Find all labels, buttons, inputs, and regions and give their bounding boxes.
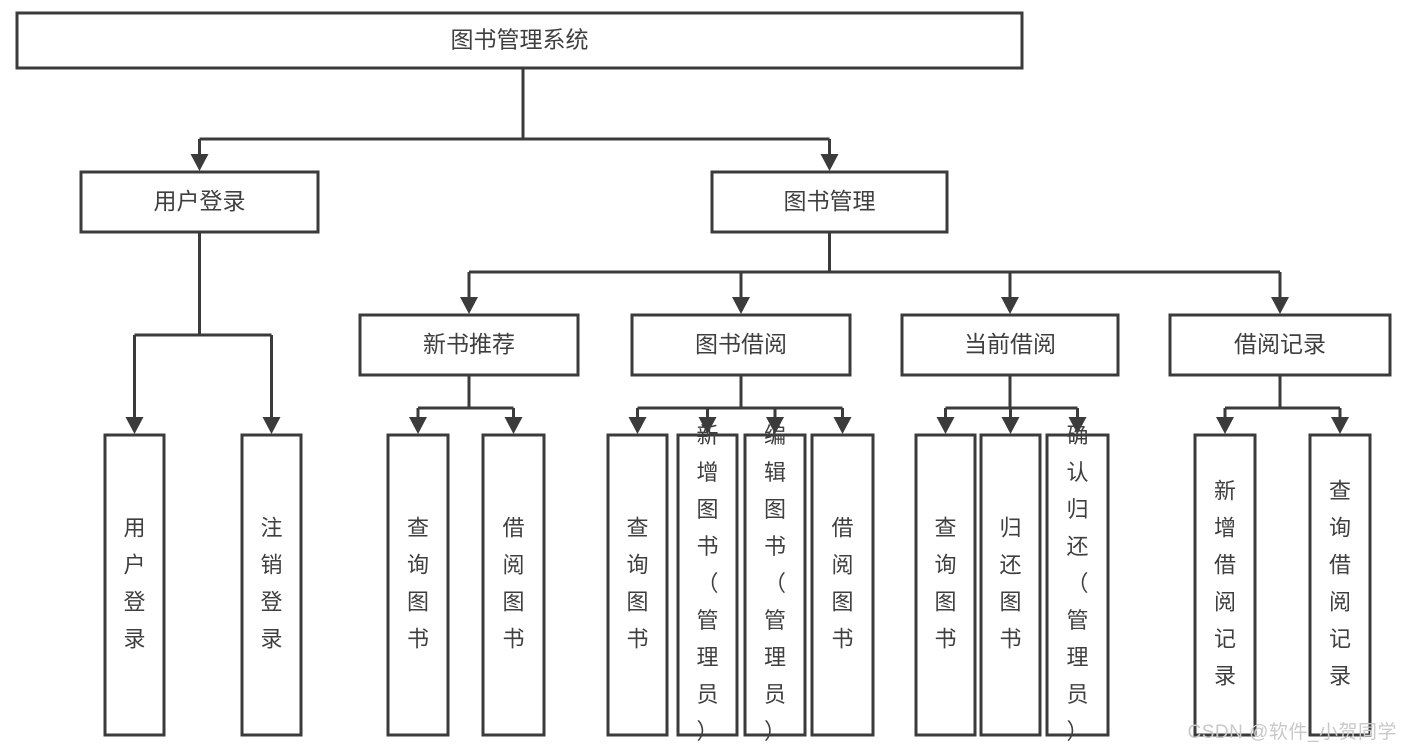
root-node-box[interactable] [15, 11, 1024, 70]
arrow-head-icon [190, 154, 209, 171]
level1-node-label: 图书管理 [784, 188, 876, 214]
level1-node-box[interactable] [79, 170, 320, 234]
leaf-node-7[interactable]: 编辑图书（管理员） [743, 423, 807, 744]
leaf-node-box[interactable] [676, 433, 739, 737]
leaf-node-11[interactable]: 确认归还（管理员） [1045, 423, 1110, 744]
level2-node-label: 借阅记录 [1234, 331, 1326, 357]
leaf-node-box[interactable] [743, 433, 807, 737]
leaf-node-label: 借阅图书 [831, 515, 853, 651]
leaf-node-box[interactable] [481, 433, 546, 737]
leaf-node-12[interactable]: 新增借阅记录 [1193, 433, 1257, 737]
leaf-node-label: 查询图书 [626, 515, 648, 651]
leaf-node-10[interactable]: 归还图书 [979, 433, 1042, 737]
leaf-node-4[interactable]: 借阅图书 [481, 433, 546, 737]
leaf-node-box[interactable] [914, 433, 977, 737]
leaf-node-label: 借阅图书 [502, 515, 524, 651]
node-layer: 图书管理系统用户登录图书管理新书推荐图书借阅当前借阅借阅记录用户登录注销登录查询… [15, 11, 1392, 744]
level2-node-box[interactable] [900, 313, 1120, 377]
arrow-head-icon [628, 417, 647, 434]
arrow-head-icon [833, 417, 852, 434]
level1-node-1[interactable]: 用户登录 [79, 170, 320, 234]
level1-node-box[interactable] [710, 170, 949, 234]
level2-node-box[interactable] [358, 313, 580, 377]
leaf-node-box[interactable] [386, 433, 450, 737]
leaf-node-box[interactable] [1308, 433, 1372, 737]
arrow-head-icon [732, 297, 750, 314]
arrow-head-icon [460, 297, 478, 314]
leaf-node-5[interactable]: 查询图书 [606, 433, 669, 737]
level2-node-4[interactable]: 借阅记录 [1168, 313, 1392, 377]
arrow-head-icon [1001, 417, 1020, 434]
arrow-head-icon [698, 417, 717, 434]
level2-node-label: 新书推荐 [423, 331, 515, 357]
root-node-1[interactable]: 图书管理系统 [15, 11, 1024, 70]
arrow-head-icon [1216, 417, 1234, 434]
leaf-node-6[interactable]: 新增图书（管理员） [676, 423, 739, 744]
arrow-head-icon [820, 154, 839, 171]
arrow-head-icon [1271, 297, 1289, 314]
arrow-head-icon [262, 417, 281, 434]
arrow-head-icon [504, 417, 523, 434]
leaf-node-8[interactable]: 借阅图书 [810, 433, 875, 737]
leaf-node-13[interactable]: 查询借阅记录 [1308, 433, 1372, 737]
leaf-node-label: 查询借阅记录 [1329, 478, 1351, 688]
leaf-node-label: 查询图书 [407, 515, 429, 651]
level1-node-2[interactable]: 图书管理 [710, 170, 949, 234]
level2-node-label: 当前借阅 [964, 331, 1056, 357]
level2-node-box[interactable] [1168, 313, 1392, 377]
leaf-node-label: 编辑图书（管理员） [764, 423, 786, 744]
leaf-node-1[interactable]: 用户登录 [103, 433, 166, 737]
leaf-node-label: 新增借阅记录 [1214, 478, 1236, 688]
leaf-node-box[interactable] [606, 433, 669, 737]
leaf-node-box[interactable] [1193, 433, 1257, 737]
leaf-node-3[interactable]: 查询图书 [386, 433, 450, 737]
level2-node-label: 图书借阅 [695, 331, 787, 357]
arrow-head-icon [1331, 417, 1349, 434]
level2-node-3[interactable]: 当前借阅 [900, 313, 1120, 377]
leaf-node-2[interactable]: 注销登录 [240, 433, 303, 737]
level1-node-label: 用户登录 [154, 188, 246, 214]
leaf-node-label: 注销登录 [260, 515, 282, 651]
arrow-head-icon [409, 417, 427, 434]
leaf-node-box[interactable] [103, 433, 166, 737]
level2-node-box[interactable] [630, 313, 852, 377]
arrow-head-icon [766, 417, 784, 434]
level2-node-1[interactable]: 新书推荐 [358, 313, 580, 377]
level2-node-2[interactable]: 图书借阅 [630, 313, 852, 377]
leaf-node-9[interactable]: 查询图书 [914, 433, 977, 737]
leaf-node-box[interactable] [979, 433, 1042, 737]
leaf-node-label: 确认归还（管理员） [1066, 423, 1088, 744]
root-node-label: 图书管理系统 [451, 27, 589, 53]
leaf-node-label: 查询图书 [934, 515, 956, 651]
connector-layer [125, 68, 1349, 434]
leaf-node-label: 归还图书 [999, 515, 1021, 651]
arrow-head-icon [1068, 417, 1087, 434]
leaf-node-box[interactable] [240, 433, 303, 737]
leaf-node-label: 用户登录 [123, 515, 145, 651]
arrow-head-icon [125, 417, 144, 434]
arrow-head-icon [1001, 297, 1019, 314]
leaf-node-box[interactable] [1045, 433, 1110, 737]
arrow-head-icon [936, 417, 955, 434]
leaf-node-label: 新增图书（管理员） [696, 423, 718, 744]
leaf-node-box[interactable] [810, 433, 875, 737]
